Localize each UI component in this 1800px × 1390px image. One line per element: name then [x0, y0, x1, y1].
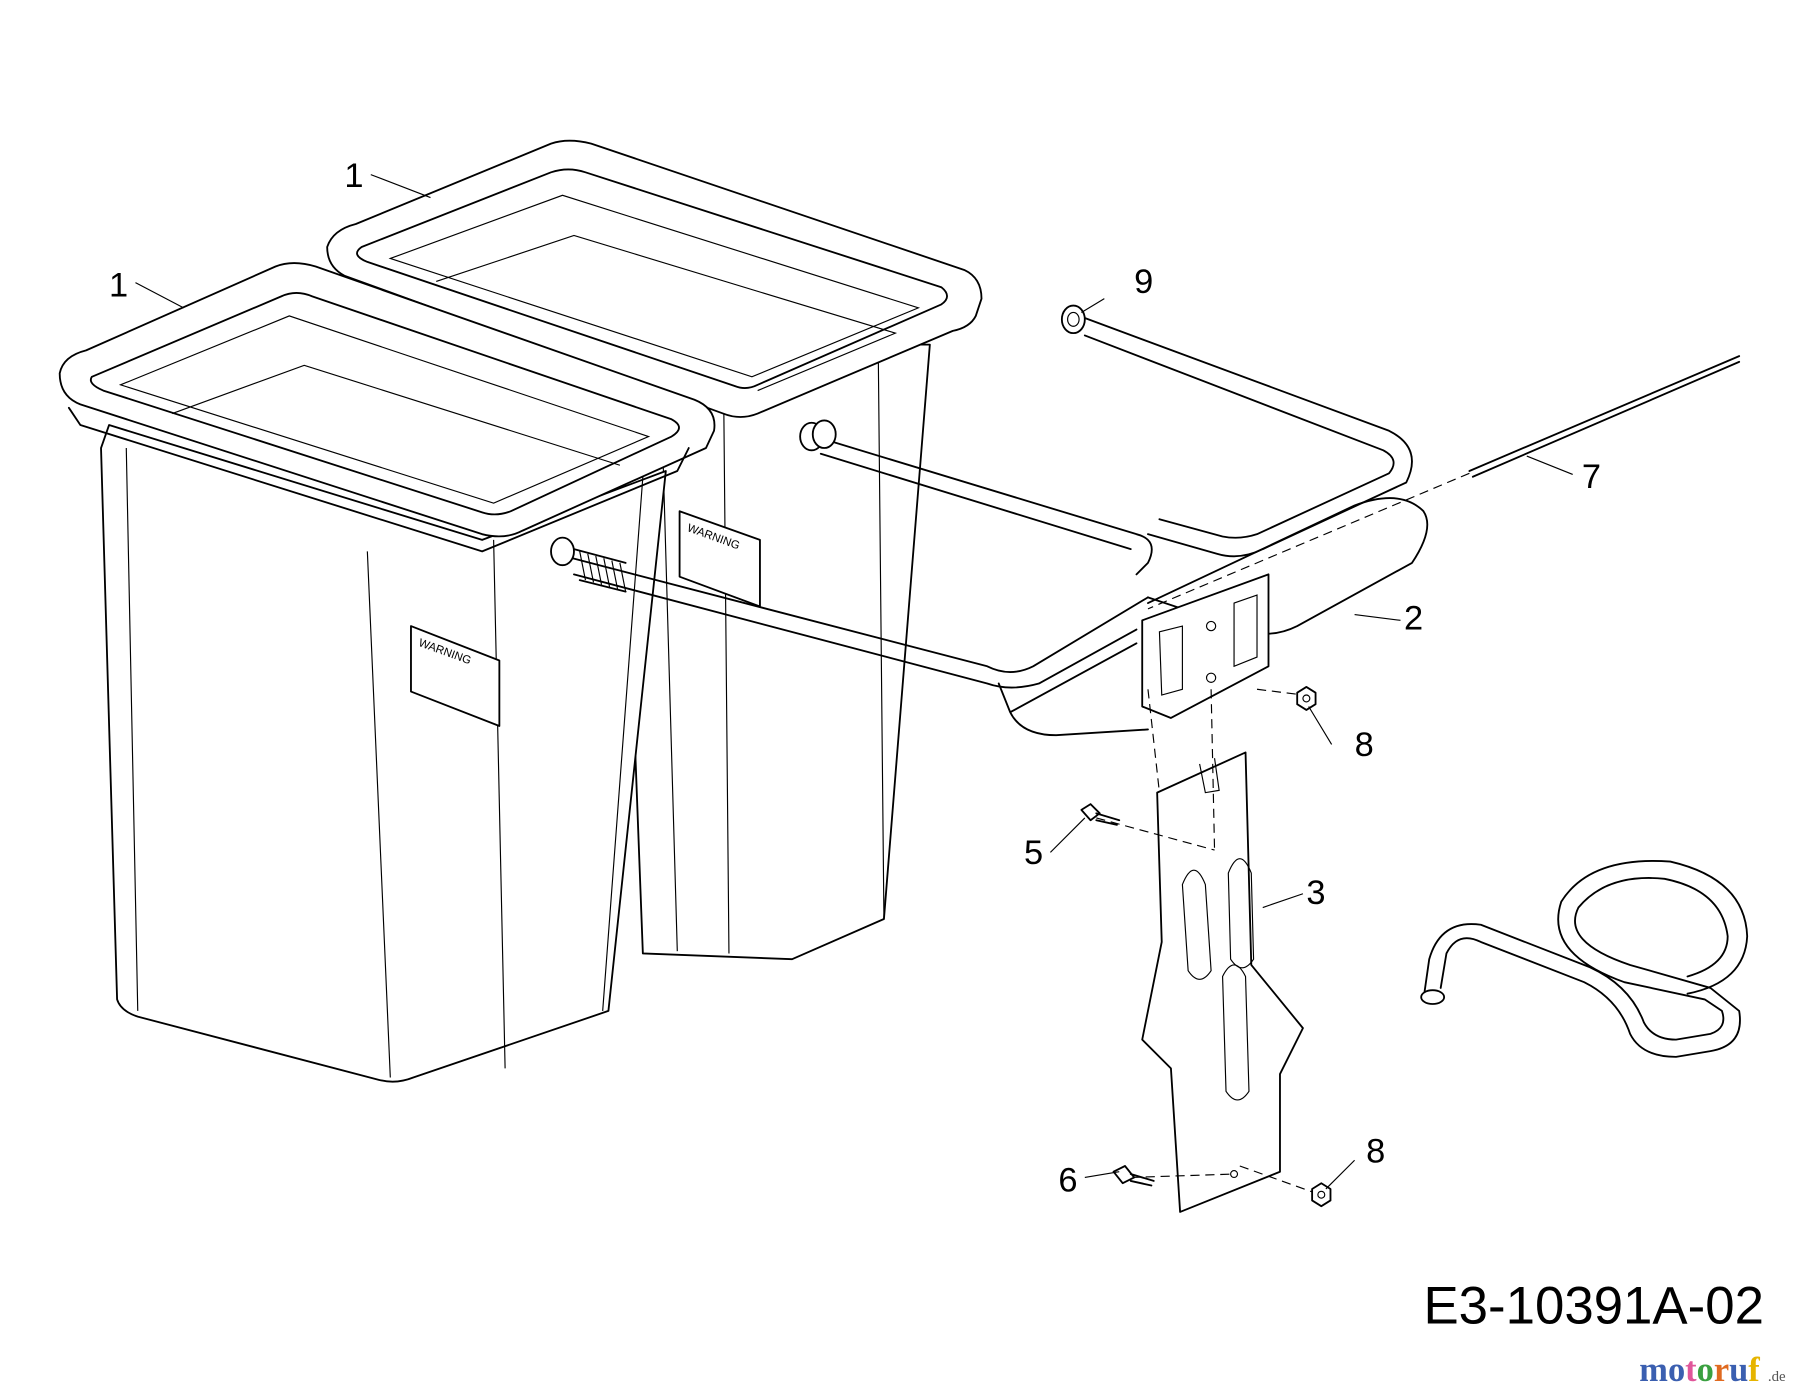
bag-frame: [567, 314, 1429, 737]
svg-text:.de: .de: [1768, 1369, 1786, 1385]
callout-9: 9: [1134, 263, 1153, 301]
pin: [1468, 355, 1741, 478]
mounting-bracket: [1141, 751, 1304, 1213]
callout-6: 6: [1058, 1161, 1077, 1199]
screw-cap: [550, 304, 1086, 567]
handle-grip: [579, 551, 627, 592]
callout-8: 8: [1355, 726, 1374, 764]
wire-hook: [1420, 860, 1749, 1058]
bolt-6: [1112, 1165, 1155, 1187]
nut-8a: [1296, 686, 1317, 711]
callout-7: 7: [1582, 458, 1601, 496]
callout-5: 5: [1024, 834, 1043, 872]
drawing-code: E3-10391A-02: [1423, 1276, 1763, 1335]
grass-bag-front: [58, 262, 716, 1083]
callout-2: 2: [1404, 600, 1423, 638]
callout-8: 8: [1366, 1133, 1385, 1171]
callout-3: 3: [1306, 874, 1325, 912]
callout-1: 1: [109, 266, 128, 304]
svg-text:motoruf: motoruf: [1639, 1351, 1760, 1389]
bolt-5: [1080, 803, 1121, 826]
watermark-logo: motoruf .de: [1639, 1351, 1786, 1389]
callout-1: 1: [344, 157, 363, 195]
grass-bag-rear: [326, 139, 983, 961]
